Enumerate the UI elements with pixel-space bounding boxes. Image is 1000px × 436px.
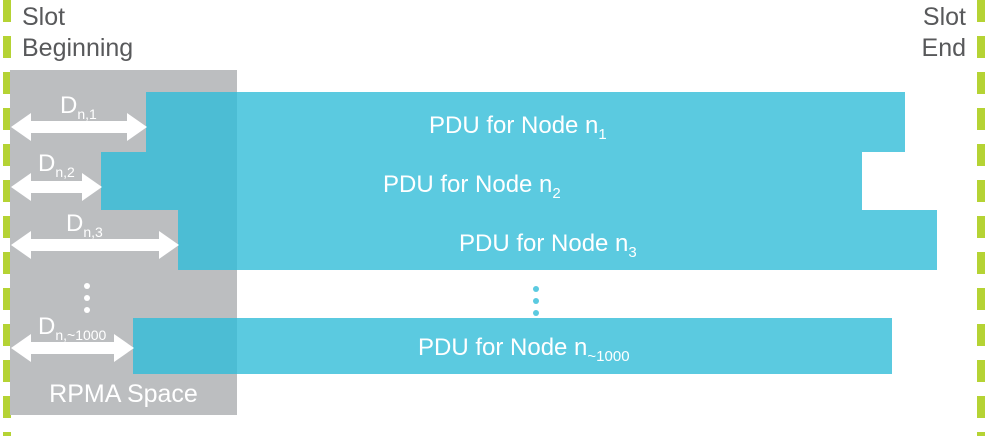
slot-end-boundary-line (977, 0, 985, 436)
ellipsis-dot (533, 298, 539, 304)
pdu-label-subscript: 2 (552, 184, 561, 202)
delay-label-base: D (38, 150, 56, 177)
delay-arrow-node-2 (11, 170, 102, 204)
delay-label-node-2: Dn,2 (38, 152, 75, 179)
pdu-label-subscript: ~1000 (587, 347, 630, 365)
delay-arrow-node-1000 (11, 331, 134, 365)
pdu-bar-overlap-node-3 (178, 210, 237, 270)
delay-arrow-node-3 (11, 228, 179, 262)
delay-label-subscript: n,~1000 (55, 326, 107, 343)
pdu-label-text: PDU for Node n (429, 112, 599, 139)
delay-label-node-1000: Dn,~1000 (38, 315, 106, 342)
pdu-bar-node-1000 (133, 318, 892, 374)
pdu-bar-node-3 (178, 210, 937, 270)
pdu-label-node-2: PDU for Node n2 (383, 171, 561, 201)
delay-label-base: D (60, 92, 78, 119)
pdu-bar-overlap-node-1000 (133, 318, 237, 374)
pdu-label-text: PDU for Node n (459, 230, 629, 257)
delay-label-node-1: Dn,1 (60, 94, 97, 121)
pdu-label-node-1000: PDU for Node n~1000 (418, 334, 630, 364)
ellipsis-dot (84, 307, 90, 313)
pdu-bar-overlap-node-1 (146, 92, 237, 152)
delay-label-subscript: n,1 (77, 105, 97, 122)
vertical-ellipsis-icon-rpma (84, 283, 90, 313)
pdu-label-subscript: 1 (598, 125, 607, 143)
delay-arrow-node-1 (11, 110, 147, 144)
pdu-label-node-1: PDU for Node n1 (429, 112, 607, 142)
pdu-bar-node-1 (146, 92, 905, 152)
pdu-label-text: PDU for Node n (383, 171, 553, 198)
ellipsis-dot (533, 310, 539, 316)
delay-label-subscript: n,2 (55, 163, 75, 180)
delay-label-base: D (66, 210, 84, 237)
slot-beginning-boundary-line (3, 0, 11, 436)
slot-end-label: Slot End (921, 3, 966, 62)
ellipsis-dot (84, 295, 90, 301)
delay-label-subscript: n,3 (83, 223, 103, 240)
pdu-label-subscript: 3 (628, 243, 637, 261)
delay-label-base: D (38, 313, 56, 340)
pdu-label-node-3: PDU for Node n3 (459, 230, 637, 260)
vertical-ellipsis-icon-pdu (533, 286, 539, 316)
pdu-label-text: PDU for Node n (418, 334, 588, 361)
rpma-space-label: RPMA Space (49, 380, 198, 408)
slot-beginning-label: Slot Beginning (22, 3, 134, 62)
pdu-bar-overlap-node-2 (101, 152, 237, 210)
ellipsis-dot (533, 286, 539, 292)
ellipsis-dot (84, 283, 90, 289)
delay-label-node-3: Dn,3 (66, 212, 103, 239)
